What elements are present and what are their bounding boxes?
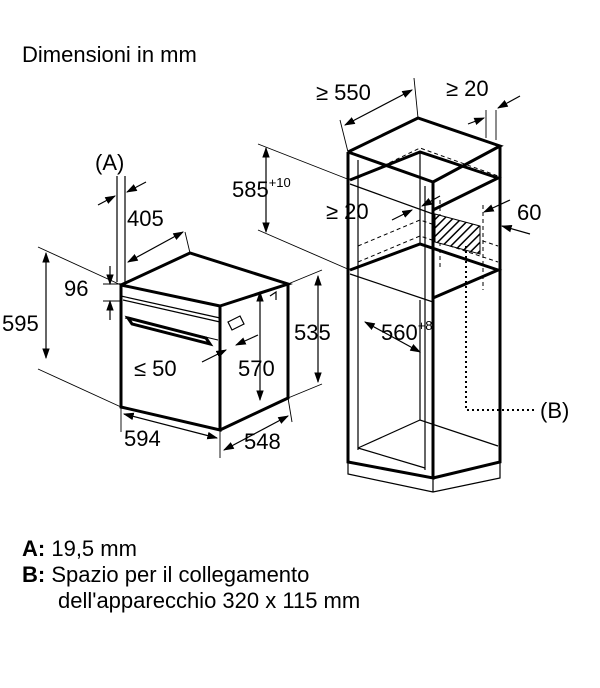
oven-top	[120, 251, 293, 308]
a-marker: (A)	[95, 150, 124, 175]
dim-594: 594	[124, 426, 161, 451]
legend-a: A: 19,5 mm	[22, 536, 360, 562]
dim-20-top: ≥ 20	[446, 76, 489, 101]
legend-a-text: 19,5 mm	[51, 536, 137, 561]
cabinet-front-left	[346, 152, 435, 480]
diagram-title: Dimensioni in mm	[22, 42, 197, 67]
dim-560: 560+8	[381, 318, 433, 345]
oven-handle	[124, 315, 214, 347]
legend-b-line-2: dell'apparecchio 320 x 115 mm	[22, 588, 360, 614]
legend-b-text-1: Spazio per il collegamento	[51, 562, 310, 587]
oven-fixing	[227, 315, 245, 331]
dim-20-mid: ≥ 20	[326, 199, 369, 224]
legend-b-text-2: dell'apparecchio 320 x 115 mm	[58, 588, 361, 613]
dim-595: 595	[2, 311, 39, 336]
legend: A: 19,5 mm B: Spazio per il collegamento…	[22, 536, 360, 614]
legend-b: B: Spazio per il collegamento	[22, 562, 360, 588]
dim-50: ≤ 50	[134, 356, 177, 381]
dim-60: 60	[517, 200, 541, 225]
cabinet-drawing	[346, 116, 534, 493]
oven-drawing	[119, 251, 293, 432]
connection-space	[434, 213, 481, 255]
legend-a-key: A:	[22, 536, 46, 561]
legend-b-key: B:	[22, 562, 46, 587]
dim-548: 548	[244, 429, 281, 454]
dim-585: 585+10	[232, 175, 291, 202]
b-marker: (B)	[540, 398, 569, 423]
cabinet-top	[347, 116, 504, 184]
dim-570: 570	[238, 356, 275, 381]
dim-96: 96	[64, 276, 88, 301]
dim-405: 405	[127, 206, 164, 231]
dim-535: 535	[294, 320, 331, 345]
dim-550: ≥ 550	[316, 80, 371, 105]
